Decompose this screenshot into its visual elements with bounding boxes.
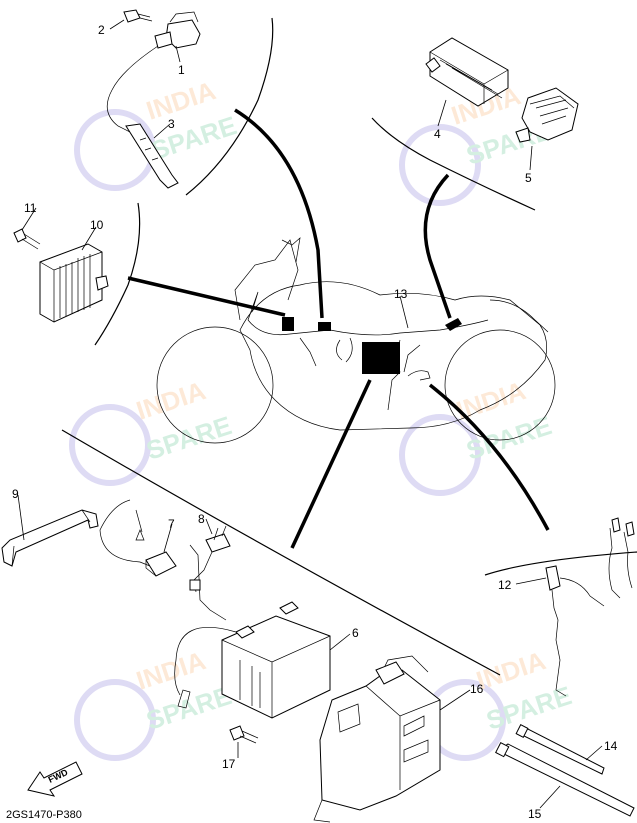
relay[interactable] bbox=[425, 37, 509, 107]
front-wheel bbox=[156, 326, 274, 444]
bike-body bbox=[239, 281, 547, 431]
label-part-12: 12 bbox=[498, 578, 512, 592]
diagram-code: 2GS1470-P380 bbox=[6, 809, 82, 821]
callout-lines bbox=[17, 19, 603, 809]
panel-border-rectifier bbox=[94, 202, 141, 346]
label-part-9: 9 bbox=[12, 487, 19, 501]
leader-relay bbox=[423, 173, 452, 319]
panel-borders bbox=[61, 17, 637, 676]
label-part-16: 16 bbox=[470, 682, 484, 696]
rectifier-regulator[interactable] bbox=[39, 243, 109, 323]
label-part-7: 7 bbox=[168, 517, 175, 531]
bolt-2[interactable] bbox=[123, 9, 153, 23]
watermark-mid-left: INDIA SPARE bbox=[69, 375, 235, 486]
label-part-4: 4 bbox=[434, 127, 441, 141]
leader-battery bbox=[290, 379, 372, 549]
panel-border-relay bbox=[371, 117, 536, 211]
forward-arrow: FWD bbox=[27, 761, 83, 797]
svg-text:INDIA: INDIA bbox=[473, 645, 550, 695]
harness-connector-c bbox=[445, 318, 462, 331]
leader-lines bbox=[127, 108, 550, 549]
battery[interactable] bbox=[221, 601, 331, 719]
label-part-14: 14 bbox=[604, 739, 618, 753]
label-part-5: 5 bbox=[525, 171, 532, 185]
starter-relay-lead[interactable] bbox=[189, 525, 231, 593]
label-part-2: 2 bbox=[98, 23, 105, 37]
label-part-6: 6 bbox=[352, 626, 359, 640]
watermark-mid-right: INDIA SPARE bbox=[399, 375, 555, 496]
rear-wheel bbox=[444, 329, 556, 441]
panel-border-battery bbox=[61, 429, 501, 676]
wire-harness bbox=[247, 291, 489, 411]
leader-ignition bbox=[234, 108, 324, 319]
panel-border-ignition bbox=[185, 17, 274, 196]
handlebar bbox=[281, 237, 301, 263]
leader-switch bbox=[428, 383, 550, 531]
cable-tie-14[interactable] bbox=[515, 724, 605, 775]
motorcycle-outline bbox=[156, 237, 556, 444]
bolt-17[interactable] bbox=[229, 725, 259, 744]
label-part-15: 15 bbox=[528, 807, 542, 821]
battery-band[interactable] bbox=[1, 509, 99, 567]
label-part-11: 11 bbox=[24, 201, 37, 215]
harness-connector-a bbox=[282, 317, 294, 331]
label-part-3: 3 bbox=[168, 117, 175, 131]
harness-connector-b bbox=[318, 322, 331, 331]
front-fork bbox=[234, 239, 299, 321]
ignition-coil[interactable] bbox=[106, 11, 201, 189]
cable-tie-15[interactable] bbox=[495, 742, 635, 817]
svg-text:INDIA: INDIA bbox=[133, 645, 210, 695]
label-part-10: 10 bbox=[90, 218, 104, 232]
battery-cables bbox=[99, 499, 237, 709]
label-part-8: 8 bbox=[198, 512, 205, 526]
leader-rectifier bbox=[127, 276, 286, 317]
part-labels: 1 2 3 4 5 10 11 13 9 7 8 6 17 16 12 14 1… bbox=[12, 23, 618, 821]
label-part-13: 13 bbox=[394, 287, 408, 301]
label-part-1: 1 bbox=[178, 63, 185, 77]
rear-fender bbox=[489, 299, 549, 333]
bolt-11[interactable] bbox=[13, 228, 41, 250]
svg-text:INDIA: INDIA bbox=[133, 375, 210, 425]
fuse-holder[interactable] bbox=[145, 551, 177, 577]
watermark-bottom-left: INDIA SPARE bbox=[74, 645, 235, 761]
panel-border-switch bbox=[484, 551, 637, 576]
watermark-bottom-right: INDIA SPARE bbox=[424, 645, 575, 761]
relay-cover[interactable] bbox=[515, 87, 579, 143]
switch-assembly[interactable] bbox=[545, 517, 635, 697]
ecu-block bbox=[362, 342, 400, 374]
label-part-17: 17 bbox=[222, 757, 236, 771]
battery-box[interactable] bbox=[313, 655, 441, 823]
